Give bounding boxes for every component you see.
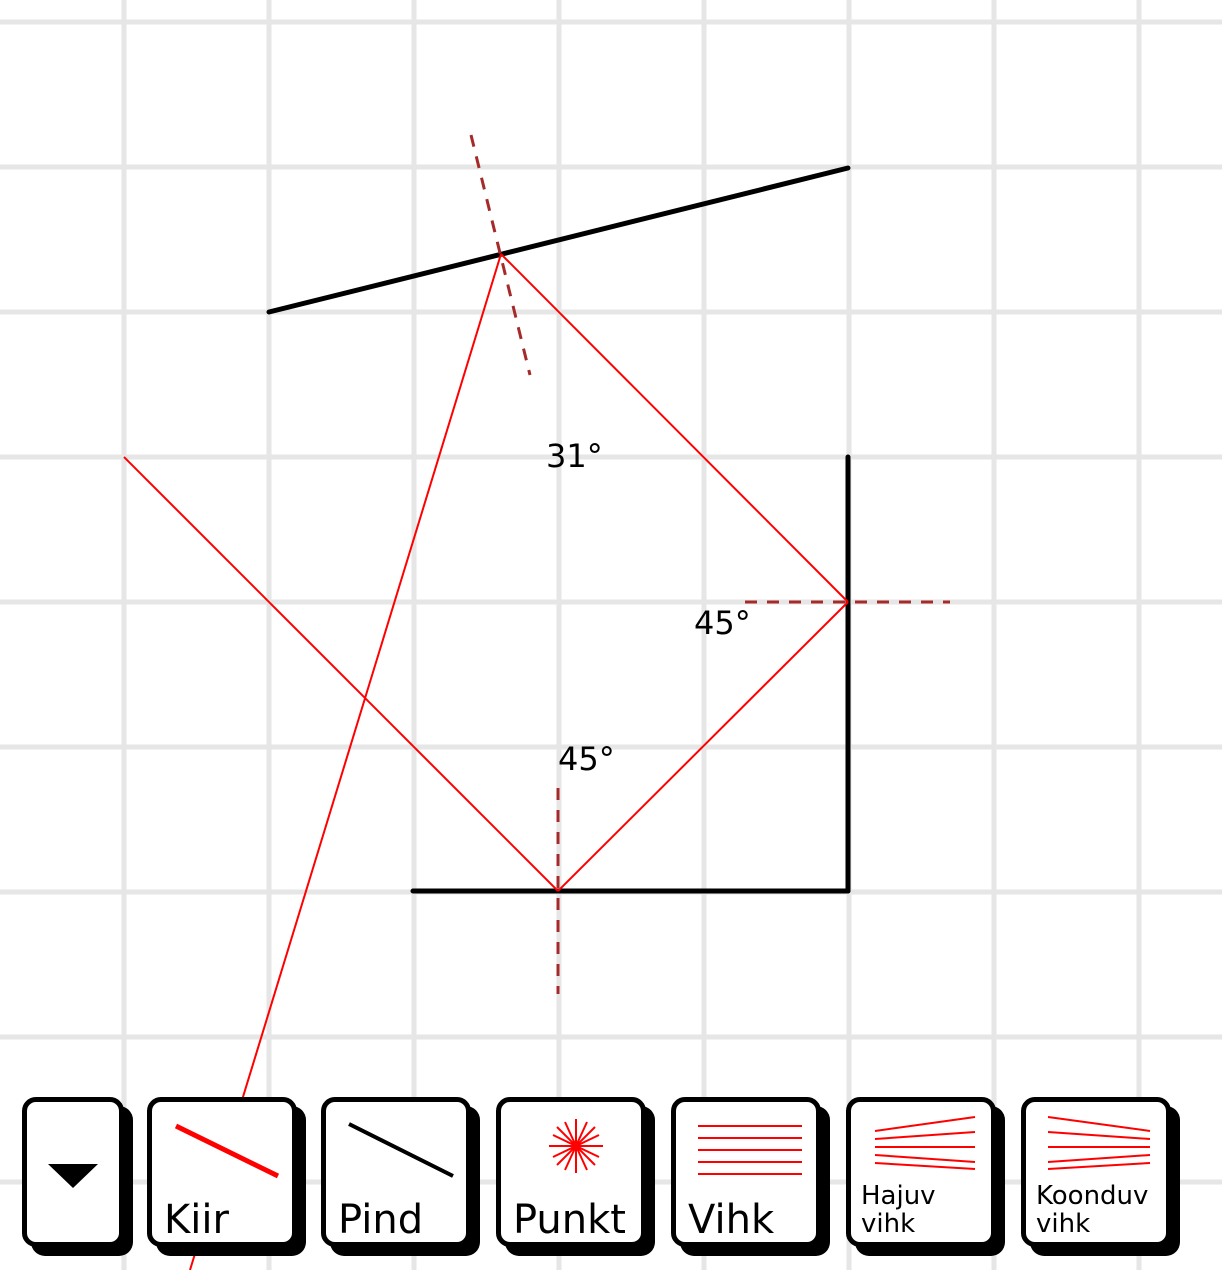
tool-kiir-button[interactable]: Kiir	[147, 1097, 297, 1247]
tool-koonduv-vihk-label: Koonduv vihk	[1036, 1181, 1149, 1239]
angle-label-45-right: 45°	[694, 604, 751, 642]
parallel-beam-icon	[698, 1125, 802, 1175]
point-source-icon	[549, 1119, 603, 1173]
tool-vihk-label: Vihk	[688, 1197, 775, 1243]
tool-pind-label: Pind	[338, 1197, 424, 1243]
tool-vihk-button[interactable]: Vihk	[671, 1097, 821, 1247]
tool-punkt-label: Punkt	[513, 1197, 626, 1243]
normals	[469, 134, 950, 994]
ray-incoming[interactable]	[123, 456, 559, 892]
converging-beam-icon	[1047, 1116, 1151, 1170]
angle-label-45-bottom: 45°	[558, 740, 615, 778]
normal-tilted-mirror	[469, 134, 532, 376]
triangle-down-icon	[48, 1164, 98, 1188]
tool-hajuv-vihk-button[interactable]: Hajuv vihk	[846, 1097, 996, 1247]
tool-kiir-label: Kiir	[164, 1197, 229, 1243]
ray-right-to-top	[500, 253, 849, 603]
ray-bottom-to-right	[557, 601, 849, 892]
tool-punkt-button[interactable]: Punkt	[496, 1097, 646, 1247]
tool-pind-button[interactable]: Pind	[321, 1097, 471, 1247]
surface-line-icon	[348, 1122, 454, 1178]
tool-hajuv-vihk-label: Hajuv vihk	[861, 1181, 936, 1239]
surfaces	[266, 165, 851, 894]
ray-line-icon	[174, 1123, 280, 1179]
tilted-mirror[interactable]	[266, 165, 851, 315]
diverging-beam-icon	[874, 1116, 976, 1170]
tool-koonduv-vihk-button[interactable]: Koonduv vihk	[1021, 1097, 1171, 1247]
angle-label-31: 31°	[546, 437, 603, 475]
dropdown-toggle-button[interactable]	[22, 1097, 124, 1247]
